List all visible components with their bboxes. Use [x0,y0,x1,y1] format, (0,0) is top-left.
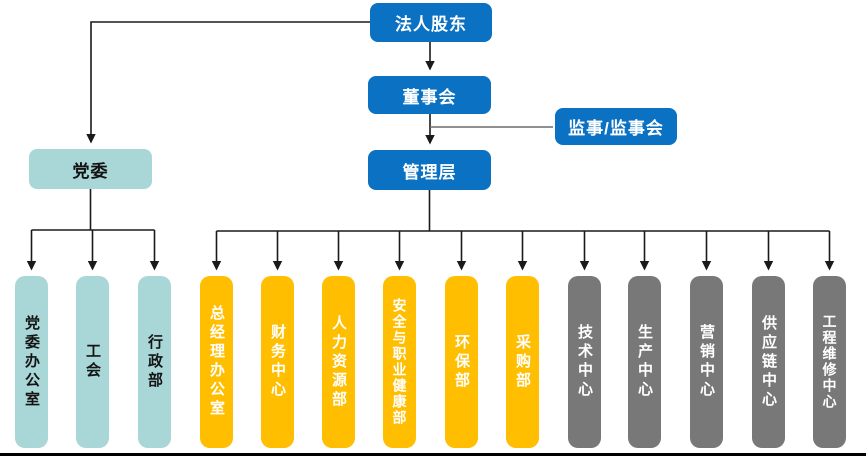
dept-label: 安全与职业健康部 [391,298,408,426]
dept-label: 采购部 [514,333,531,391]
dept-label: 技术中心 [576,324,593,400]
dept-label: 总经理办公室 [208,305,225,419]
node-management: 管理层 [368,150,491,190]
dept-technology-center: 技术中心 [568,276,601,448]
dept-label: 党委办公室 [23,314,40,410]
dept-engineering-maintenance-center: 工程维修中心 [813,276,846,448]
node-party-committee: 党委 [29,149,152,189]
node-shareholder: 法人股东 [370,3,492,42]
node-party-committee-label: 党委 [72,161,109,181]
dept-label: 营销中心 [698,324,715,400]
dept-label: 工会 [84,343,101,381]
node-shareholder-label: 法人股东 [395,15,467,34]
dept-label: 生产中心 [636,324,653,400]
dept-administration: 行政部 [138,276,171,448]
node-board: 董事会 [368,76,491,114]
dept-hr: 人力资源部 [322,276,355,448]
dept-procurement: 采购部 [506,276,539,448]
bottom-divider-line [0,453,866,456]
dept-party-office: 党委办公室 [15,276,48,448]
dept-finance-center: 财务中心 [261,276,294,448]
dept-safety-health: 安全与职业健康部 [383,276,416,448]
dept-environment: 环保部 [445,276,478,448]
dept-label: 供应链中心 [760,314,777,410]
dept-label: 工程维修中心 [821,314,838,410]
node-board-label: 董事会 [402,87,457,107]
node-management-label: 管理层 [402,162,457,182]
dept-marketing-center: 营销中心 [690,276,723,448]
dept-gm-office: 总经理办公室 [200,276,233,448]
dept-label: 行政部 [146,333,163,391]
dept-supply-chain-center: 供应链中心 [752,276,785,448]
node-supervisors-label: 监事/监事会 [568,119,664,138]
dept-label: 人力资源部 [330,314,347,410]
dept-production-center: 生产中心 [628,276,661,448]
node-supervisors: 监事/监事会 [555,108,677,145]
dept-labor-union: 工会 [76,276,109,448]
dept-label: 财务中心 [269,324,286,400]
dept-label: 环保部 [453,333,470,391]
